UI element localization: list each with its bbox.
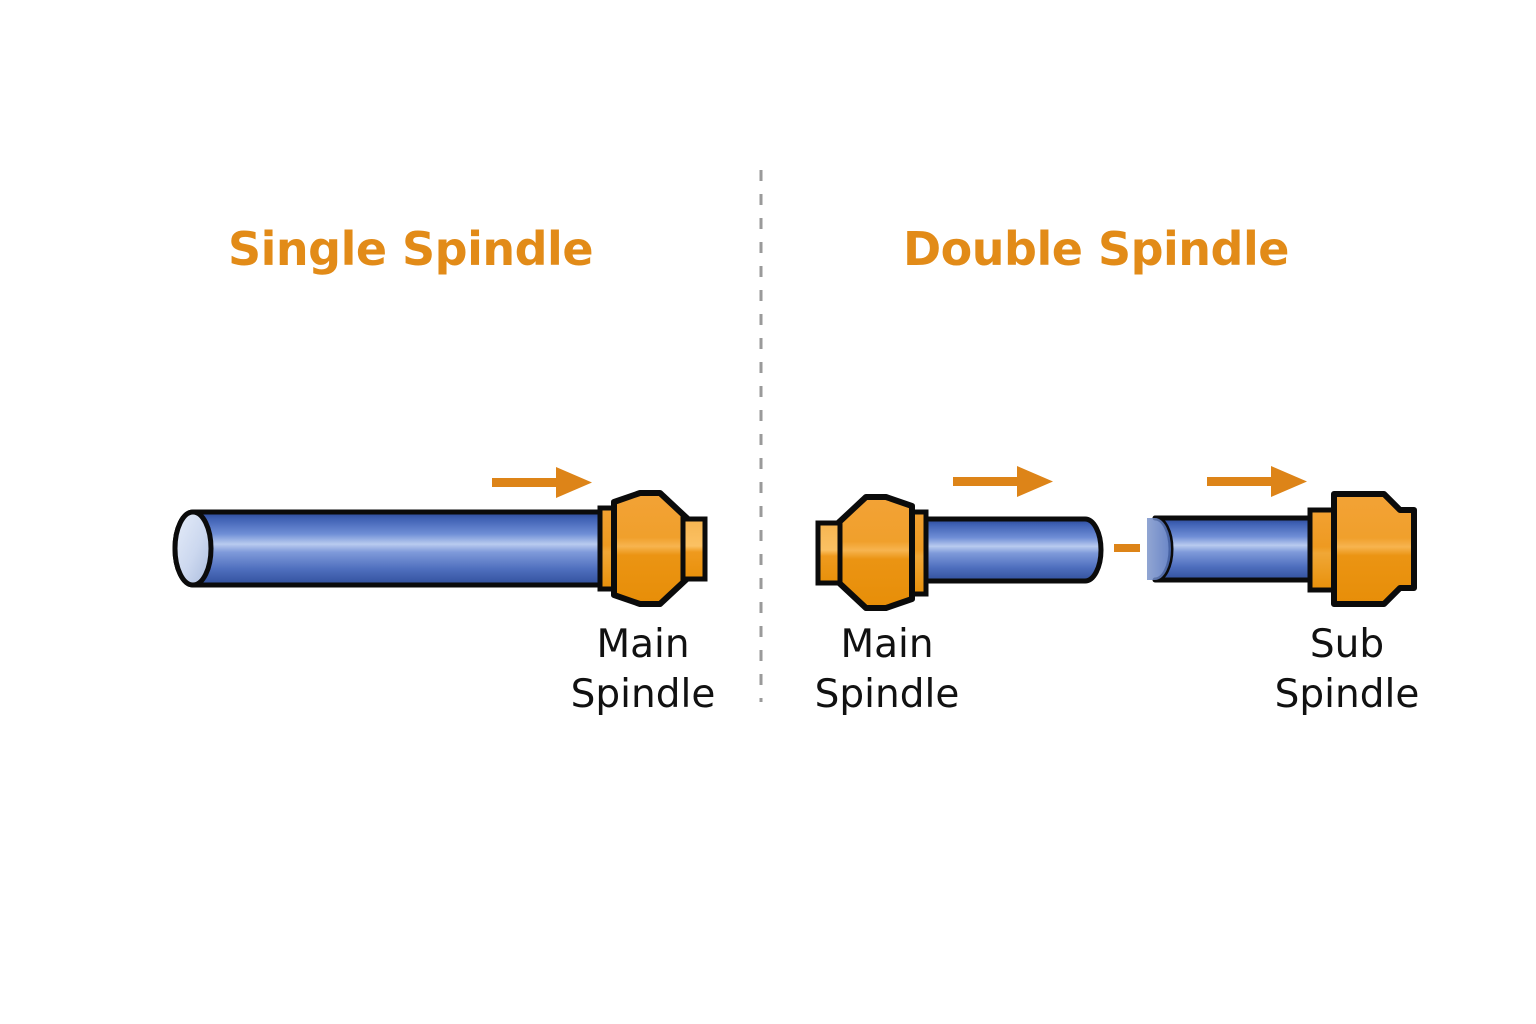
label-double-main-spindle: Main Spindle: [762, 620, 1012, 720]
machine-single-main: [172, 467, 708, 607]
label-line-1: Main: [596, 622, 690, 667]
machine-double-sub: [1147, 466, 1417, 607]
stock-bar-concave-shade: [1147, 518, 1171, 580]
label-line-2: Spindle: [570, 672, 716, 717]
panel-title-single: Single Spindle: [228, 222, 594, 276]
feed-arrow-double-main: [953, 466, 1053, 497]
chuck-tip-single: [680, 516, 708, 582]
stock-bar-end-face-single: [172, 509, 214, 588]
chuck-cone-double-main: [833, 494, 915, 611]
panel-title-double: Double Spindle: [903, 222, 1289, 276]
feed-arrow-single-main: [492, 467, 592, 498]
stock-bar-single: [172, 509, 615, 588]
chuck-cone-single: [611, 490, 693, 607]
label-line-2: Spindle: [814, 672, 960, 717]
label-line-1: Sub: [1309, 622, 1385, 667]
cut-point-marker: [1114, 544, 1140, 552]
label-double-sub-spindle: Sub Spindle: [1222, 620, 1472, 720]
chuck-block-double-sub: [1331, 491, 1417, 607]
label-single-main-spindle: Main Spindle: [518, 620, 768, 720]
chuck-tip-double-main: [815, 520, 843, 586]
label-line-2: Spindle: [1274, 672, 1420, 717]
stock-bar-double-sub: [1152, 515, 1321, 583]
feed-arrow-double-sub: [1207, 466, 1307, 497]
machine-double-main: [815, 466, 1104, 611]
stock-bar-double-main: [915, 516, 1104, 584]
label-line-1: Main: [840, 622, 934, 667]
